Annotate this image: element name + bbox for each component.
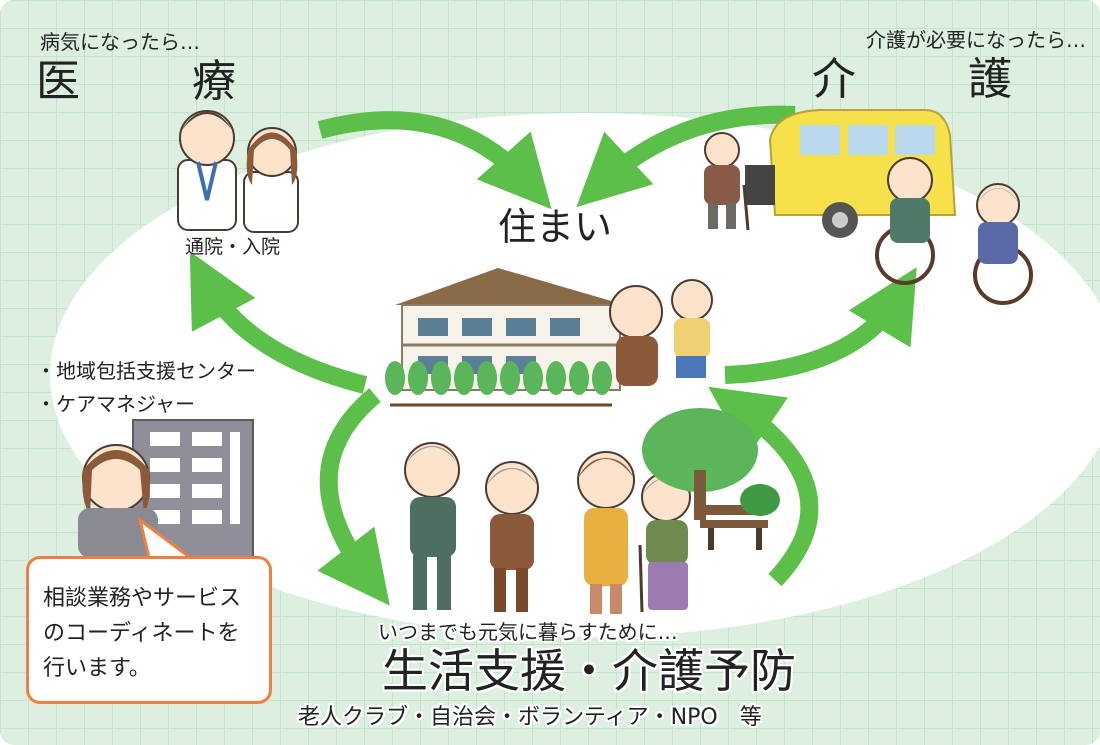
arrow-care-to-home xyxy=(576,105,796,208)
bubble-line: のコーディネートを xyxy=(43,621,240,646)
wheelchair-users-illustration xyxy=(875,157,1033,305)
medical-caption: 病気になったら… xyxy=(40,30,200,54)
medical-title: 医 療 xyxy=(36,56,270,107)
arrow-medical-to-home xyxy=(317,111,552,210)
arrow-prevention-to-home xyxy=(708,386,819,587)
arrow-home-to-care xyxy=(724,267,917,384)
speech-bubble: 相談業務やサービス のコーディネートを 行います。 xyxy=(26,556,272,704)
prevention-orgs: 老人クラブ・自治会・ボランティア・NPO 等 xyxy=(298,705,762,730)
doctor-illustration xyxy=(177,110,237,231)
walking-seniors-illustration xyxy=(404,442,539,612)
bubble-line: 行います。 xyxy=(43,656,151,681)
medical-visit-label: 通院・入院 xyxy=(185,236,281,258)
bubble-line: 相談業務やサービス xyxy=(43,586,242,611)
hedge-trees-illustration xyxy=(385,361,612,407)
women-with-cane-illustration xyxy=(577,451,691,614)
prevention-caption: いつまでも元気に暮らすために… xyxy=(378,620,678,644)
care-caption: 介護が必要になったら… xyxy=(866,28,1086,52)
park-tree-bench-illustration xyxy=(642,408,780,550)
service-item-support-center: ・地域包括支援センター xyxy=(36,359,256,383)
prevention-title: 生活支援・介護予防 xyxy=(382,644,796,698)
service-item-care-manager: ・ケアマネジャー xyxy=(36,392,195,416)
arrow-home-to-prevention xyxy=(317,388,390,606)
home-title: 住まい xyxy=(498,205,613,249)
care-manager-illustration xyxy=(78,444,158,558)
arrow-home-to-medical xyxy=(189,251,368,394)
nurse-illustration xyxy=(243,127,299,233)
care-title: 介 護 xyxy=(812,54,1046,105)
grandparent-and-child-illustration xyxy=(609,279,713,386)
elderly-man-with-cane-illustration xyxy=(704,132,750,231)
